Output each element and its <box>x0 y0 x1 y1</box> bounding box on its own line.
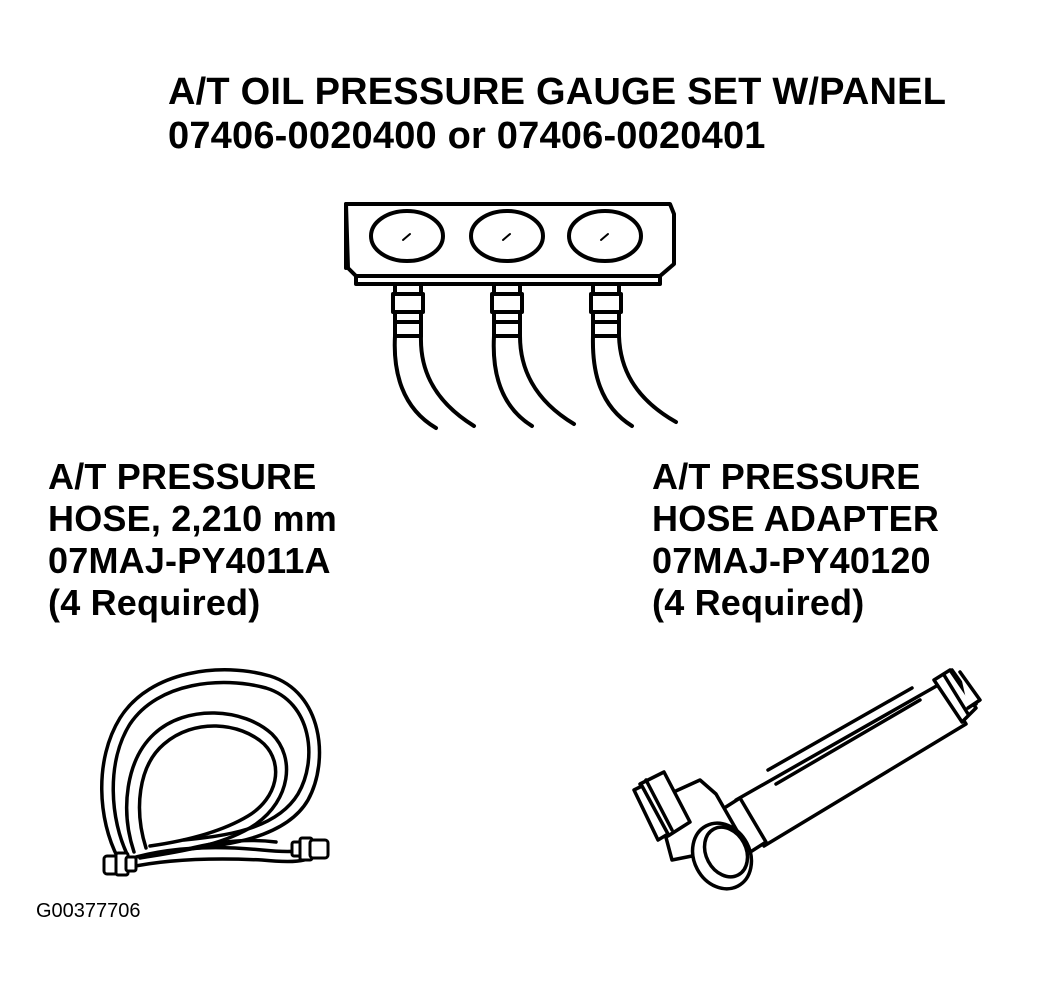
fitting-right <box>589 282 623 338</box>
adapter-label-line1: A/T PRESSURE <box>652 456 921 497</box>
figure-id: G00377706 <box>36 900 141 922</box>
hose-center <box>491 334 534 428</box>
hose-left <box>392 334 438 430</box>
adapter-quantity: (4 Required) <box>652 582 865 623</box>
fitting-left <box>391 282 425 338</box>
gauge-set-name: A/T OIL PRESSURE GAUGE SET W/PANEL <box>168 71 947 113</box>
gauge-center <box>469 209 545 263</box>
gauge-right <box>567 209 643 263</box>
fitting-center <box>490 282 524 338</box>
gauge-left <box>369 209 445 263</box>
hose-right <box>590 334 634 428</box>
hose-label-line2: HOSE, 2,210 mm <box>48 498 337 539</box>
hose-label: A/T PRESSURE HOSE, 2,210 mm 07MAJ-PY4011… <box>48 456 337 624</box>
gauge-set-label: A/T OIL PRESSURE GAUGE SET W/PANEL 07406… <box>168 70 946 158</box>
hose-end-fitting-right <box>290 836 330 862</box>
hose-end-fitting-left <box>102 851 138 877</box>
hose-part-number: 07MAJ-PY4011A <box>48 540 331 581</box>
adapter-label: A/T PRESSURE HOSE ADAPTER 07MAJ-PY40120 … <box>652 456 939 624</box>
adapter-part-number: 07MAJ-PY40120 <box>652 540 931 581</box>
hose-label-line1: A/T PRESSURE <box>48 456 317 497</box>
hose-quantity: (4 Required) <box>48 582 261 623</box>
adapter-label-line2: HOSE ADAPTER <box>652 498 940 539</box>
gauge-set-part-numbers: 07406-0020400 or 07406-0020401 <box>168 115 766 157</box>
